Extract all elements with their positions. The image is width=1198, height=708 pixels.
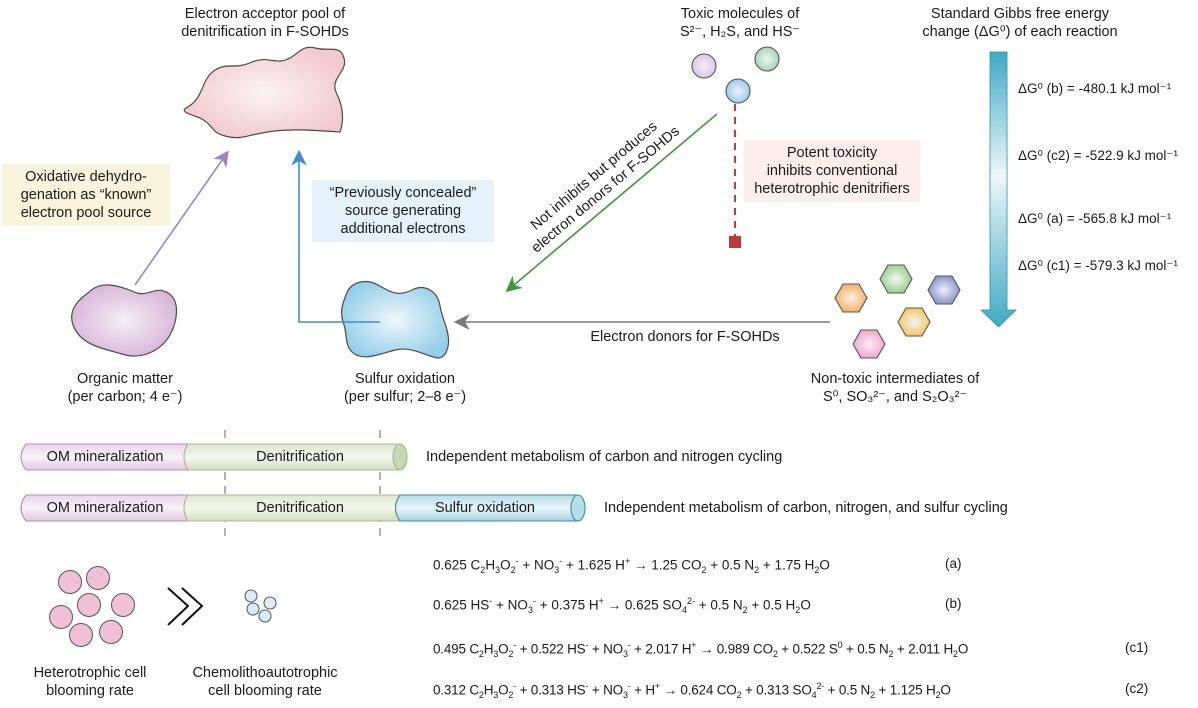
blue-arrow (291, 149, 380, 323)
label-line: blooming rate (46, 683, 134, 699)
tube-end-cap (570, 494, 586, 522)
label-line: (per sulfur; 2–8 e⁻) (343, 389, 467, 405)
box-line: inhibits conventional (766, 163, 898, 179)
heterotrophic-cell (86, 566, 110, 590)
label-line: Non-toxic intermediates of (810, 371, 980, 387)
hexagon-orange (834, 283, 868, 313)
acceptor-pool-blob (183, 46, 346, 139)
equation-c1: 0.495 C2H3O2- + 0.522 HS- + NO3- + 2.017… (433, 640, 969, 660)
heterotrophic-cells (49, 566, 135, 647)
heterotrophic-cell (111, 593, 135, 617)
box-line: genation as “known” (20, 187, 152, 203)
label-line: Organic matter (77, 371, 173, 387)
label-line: S⁰, SO₃²⁻, and S₂O₃²⁻ (822, 389, 968, 405)
tube-row-1 (20, 443, 408, 471)
gibbs-value-a: ΔG⁰ (a) = -565.8 kJ mol⁻¹ (1018, 211, 1172, 226)
label-line: Sulfur oxidation (355, 371, 455, 387)
chemolitho-cell (263, 596, 277, 610)
oxidative-box: Oxidative dehydro- genation as “known” e… (2, 164, 170, 226)
chemolitho-label: Chemolithoautotrophic cell blooming rate (180, 664, 350, 700)
tube1-denitrification-label: Denitrification (256, 449, 344, 465)
concealed-box: “Previously concealed” source generating… (312, 180, 494, 242)
equation-c2: 0.312 C2H3O2- + 0.313 HS- + NO3- + H+ → … (433, 681, 951, 701)
chemolitho-cell (246, 602, 260, 616)
equation-tag-b: (b) (945, 596, 962, 611)
heterotrophic-cell (99, 620, 123, 644)
gibbs-value-b: ΔG⁰ (b) = -480.1 kJ mol⁻¹ (1018, 81, 1172, 96)
label-line: Chemolithoautotrophic (192, 665, 338, 681)
inhibition-end-marker (729, 236, 741, 248)
box-line: Oxidative dehydro- (25, 169, 147, 185)
non-toxic-label: Non-toxic intermediates of S⁰, SO₃²⁻, an… (795, 370, 995, 406)
gibbs-energy-arrow (980, 51, 1017, 328)
label-line: cell blooming rate (208, 683, 322, 699)
purple-arrow (134, 150, 229, 286)
equation-tag-a: (a) (945, 556, 962, 571)
tube2-om-label: OM mineralization (46, 500, 164, 516)
toxic-molecule-circle (691, 53, 717, 79)
tube2-sulfur-label: Sulfur oxidation (435, 500, 535, 516)
equation-a: 0.625 C2H3O2- + NO3- + 1.625 H+ → 1.25 C… (433, 556, 830, 576)
gibbs-value-c2: ΔG⁰ (c2) = -522.9 kJ mol⁻¹ (1018, 148, 1178, 163)
chemolitho-cell (258, 609, 272, 623)
box-line: Potent toxicity (786, 145, 878, 161)
hexagon-indigo (927, 275, 961, 305)
heterotrophic-label: Heterotrophic cell blooming rate (15, 664, 165, 700)
acceptor-pool-label: Electron acceptor pool of denitrificatio… (165, 5, 365, 41)
label-line: Toxic molecules of (680, 6, 800, 22)
box-line: “Previously concealed” (329, 185, 477, 201)
sulfur-oxidation-label: Sulfur oxidation (per sulfur; 2–8 e⁻) (325, 370, 485, 406)
chemolitho-cells (244, 589, 277, 623)
tube-segment-sulfur (394, 494, 579, 522)
green-arrow (505, 113, 718, 293)
toxic-molecules-label: Toxic molecules of S²⁻, H₂S, and HS⁻ (660, 5, 820, 41)
heterotrophic-cell (49, 605, 73, 629)
hexagon-yellow (897, 307, 931, 337)
tube2-denitrification-label: Denitrification (256, 500, 344, 516)
tube-row-2 (20, 494, 586, 522)
organic-matter-label: Organic matter (per carbon; 4 e⁻) (55, 370, 195, 406)
gibbs-title: Standard Gibbs free energy change (ΔG⁰) … (900, 5, 1140, 41)
equation-tag-c1: (c1) (1125, 640, 1149, 655)
tube2-description: Independent metabolism of carbon, nitrog… (604, 500, 1008, 516)
hexagon-group (834, 264, 961, 359)
hexagon-pink (852, 329, 886, 359)
tube-segment-denitrification (183, 443, 401, 471)
box-line: source generating (344, 203, 462, 219)
label-line: (per carbon; 4 e⁻) (67, 389, 183, 405)
box-line: electron pool source (20, 205, 152, 221)
equation-b: 0.625 HS- + NO3- + 0.375 H+ → 0.625 SO42… (433, 596, 811, 616)
label-line: Heterotrophic cell (33, 665, 147, 681)
box-line: heterotrophic denitrifiers (754, 181, 910, 197)
gibbs-value-c1: ΔG⁰ (c1) = -579.3 kJ mol⁻¹ (1018, 258, 1178, 273)
tube-end-cap (392, 443, 408, 471)
box-line: additional electrons (340, 221, 466, 237)
tube1-om-label: OM mineralization (46, 449, 164, 465)
much-greater-than-icon (167, 587, 204, 626)
sulfur-oxidation-blob (340, 281, 450, 359)
heterotrophic-cell (77, 593, 101, 617)
toxic-molecule-circle (754, 46, 780, 72)
equation-tag-c2: (c2) (1125, 681, 1149, 696)
label-line: Standard Gibbs free energy (930, 6, 1110, 22)
tube1-description: Independent metabolism of carbon and nit… (426, 449, 783, 465)
heterotrophic-cell (69, 623, 93, 647)
label-line: change (ΔG⁰) of each reaction (922, 24, 1118, 40)
label-line: denitrification in F-SOHDs (181, 24, 349, 40)
label-line: Electron acceptor pool of (184, 6, 346, 22)
hexagon-green (879, 264, 913, 294)
heterotrophic-cell (58, 570, 82, 594)
toxic-molecule-circle (725, 78, 751, 104)
toxicity-box: Potent toxicity inhibits conventional he… (744, 140, 920, 202)
electron-donors-label: Electron donors for F-SOHDs (590, 329, 780, 345)
chemolitho-cell (244, 589, 258, 603)
label-line: S²⁻, H₂S, and HS⁻ (679, 24, 801, 40)
organic-matter-blob (71, 284, 178, 357)
